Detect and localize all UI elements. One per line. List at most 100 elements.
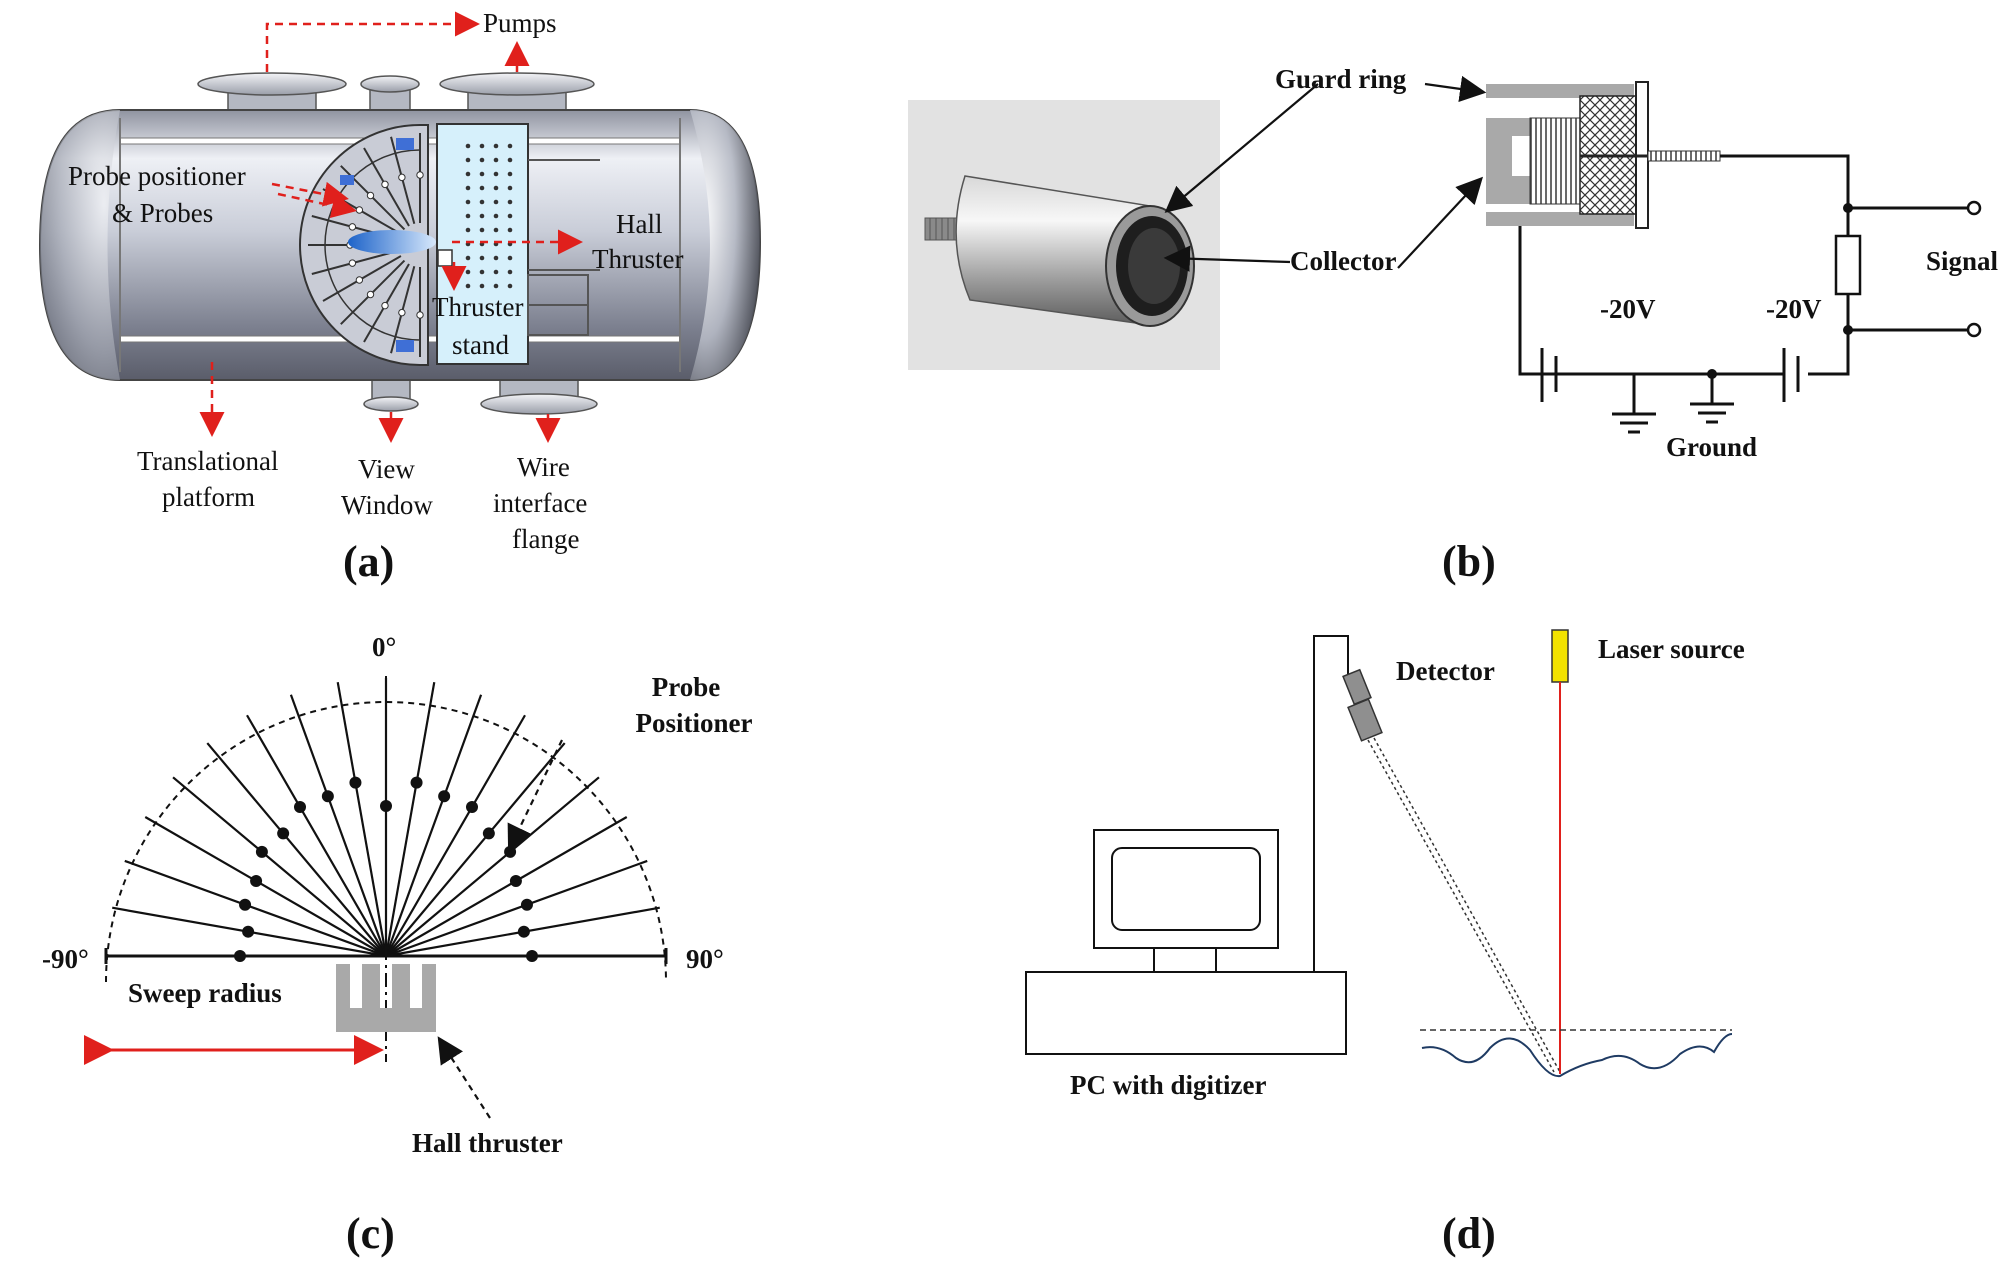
probe-positioner-label-2: & Probes [112, 198, 213, 228]
wire-flange-label-2: interface [493, 488, 587, 518]
stand-hole [479, 185, 485, 191]
probe-ray [206, 742, 387, 957]
hall-thruster-label-1: Hall [616, 209, 663, 239]
laser-source [1551, 629, 1569, 683]
stand-hole [507, 157, 513, 163]
probe-dot [509, 875, 522, 887]
probe-dot [416, 171, 424, 179]
thruster-stand [436, 123, 600, 365]
stand-hole [465, 157, 471, 163]
probe-dot [250, 875, 263, 887]
bias-circuit-left-leg [1518, 226, 1542, 376]
probe-dot [416, 311, 424, 319]
probe-dot [366, 191, 375, 200]
caption-d: (d) [1442, 1209, 1496, 1258]
probe-dot [517, 925, 530, 938]
stand-hole [465, 255, 471, 261]
probe-dot [482, 827, 495, 840]
stand-hole [507, 269, 513, 275]
stand-hole [493, 255, 499, 261]
voltage-left-label: -20V [1600, 294, 1656, 324]
probe-dot [255, 845, 268, 858]
probe-ray [336, 682, 388, 957]
probe-ray [289, 694, 388, 957]
view-window-label-2: Window [341, 490, 433, 520]
panel-a: Pumps Probe positioner & Probes Hall Thr… [38, 8, 762, 586]
node-bottom [1843, 325, 1853, 335]
panel-b: Guard ring Collector -20V -20V Signal Gr… [908, 64, 1999, 586]
angle-neg90-label: -90° [42, 944, 89, 974]
probe-dot [294, 801, 306, 814]
probe-ray [385, 816, 628, 957]
pc-label: PC with digitizer [1070, 1070, 1266, 1100]
stand-hole [493, 283, 499, 289]
detector-arm [1313, 635, 1349, 972]
stand-hole [479, 283, 485, 289]
hall-thruster-label: Hall thruster [412, 1128, 563, 1158]
stand-hole [479, 255, 485, 261]
hall-thruster-body [437, 249, 453, 267]
probe-ray [144, 816, 387, 957]
collector-label: Collector [1290, 246, 1396, 276]
stand-hole [465, 213, 471, 219]
probe-dot [438, 790, 451, 803]
pumps-label: Pumps [483, 8, 557, 38]
stand-hole [493, 269, 499, 275]
probe-ray [384, 694, 483, 957]
probe-dot [355, 206, 364, 214]
stand-hole [479, 157, 485, 163]
translational-platform-label-2: platform [162, 482, 255, 512]
plasma-plume [348, 230, 436, 254]
probe-dot [366, 290, 375, 299]
probe-ray [172, 776, 387, 957]
probe-dot [239, 898, 252, 911]
probe-ray [385, 776, 600, 957]
stand-hole [507, 227, 513, 233]
voltage-right-label: -20V [1766, 294, 1822, 324]
ground-symbol [1690, 374, 1734, 424]
stand-hole [465, 199, 471, 205]
stand-hole [479, 143, 485, 149]
pc-with-digitizer [1025, 829, 1347, 1055]
stand-hole [465, 143, 471, 149]
laser-source-label: Laser source [1598, 634, 1745, 664]
signal-label: Signal [1926, 246, 1999, 276]
probe-dot [526, 950, 538, 962]
probe-ray [384, 682, 436, 957]
stand-hole [493, 171, 499, 177]
probe-dot [348, 259, 357, 267]
probe-dot [277, 827, 290, 840]
sweep-arc [105, 701, 667, 983]
panel-c: 0° -90° 90° Probe Positioner Sweep radiu… [42, 632, 753, 1258]
probe-ray [246, 714, 387, 957]
probe-dot [355, 276, 364, 284]
probe-positioner-label-2: Positioner [636, 708, 753, 738]
signal-terminal-top [1966, 200, 1982, 216]
thruster-stand-label-1: Thruster [432, 292, 523, 322]
node-top [1843, 203, 1853, 213]
probe-dot [321, 790, 334, 803]
stand-hole [465, 171, 471, 177]
probe-positioner-label-1: Probe [652, 672, 721, 702]
caption-b: (b) [1442, 537, 1496, 586]
sweep-radius-label: Sweep radius [128, 978, 282, 1008]
translational-platform-label-1: Translational [137, 446, 279, 476]
reflected-beam [1367, 737, 1561, 1073]
probe-dot [520, 898, 533, 911]
probe-ray [385, 742, 566, 957]
stand-hole [493, 157, 499, 163]
stand-hole [507, 185, 513, 191]
stand-hole [507, 171, 513, 177]
stand-hole [493, 213, 499, 219]
caption-a: (a) [343, 537, 394, 586]
guard-ring-label: Guard ring [1275, 64, 1407, 94]
probe-dot [398, 173, 406, 182]
stand-hole [493, 199, 499, 205]
stand-hole [479, 227, 485, 233]
probe-dot [349, 776, 362, 789]
detector [1342, 668, 1383, 742]
stand-hole [493, 143, 499, 149]
stand-hole [507, 199, 513, 205]
signal-terminal-bottom [1966, 322, 1982, 338]
faraday-probe-photo [908, 100, 1220, 370]
